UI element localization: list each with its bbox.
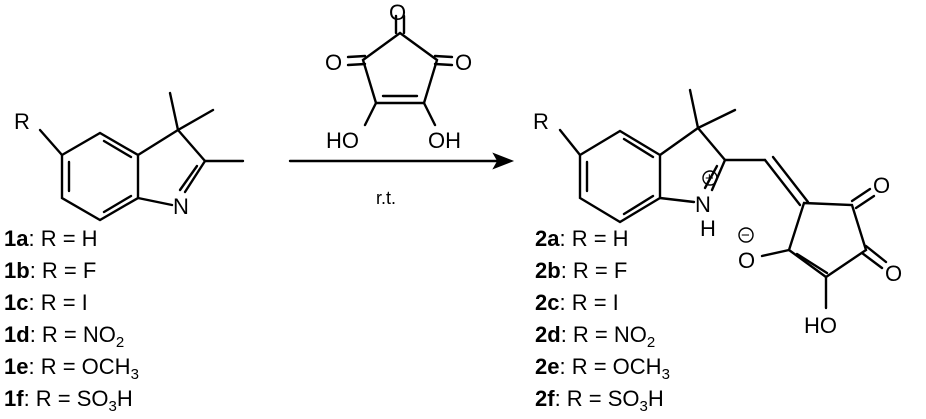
product-structure — [558, 88, 888, 310]
legend-item-2a: 2a: R = H — [535, 226, 629, 251]
legend-item-1e: 1e: R = OCH3 — [4, 354, 139, 383]
legend-item-1c: 1c: R = I — [4, 290, 88, 315]
product-oxygen-right: O — [885, 261, 902, 286]
product-r-label: R — [533, 109, 549, 134]
product-hydroxyl: HO — [804, 313, 837, 338]
legend-item-2b: 2b: R = F — [535, 258, 627, 283]
reactant-legend: 1a: R = H 1b: R = F 1c: R = I 1d: R = NO… — [4, 226, 139, 415]
product-nitrogen-label: N — [695, 192, 711, 217]
legend-item-2e: 2e: R = OCH3 — [535, 354, 670, 383]
reactant-indolenine-structure — [38, 91, 245, 222]
reagent-hydroxyl-left: HO — [326, 128, 359, 153]
plus-charge-icon — [702, 170, 718, 186]
reagent-oxygen-right: O — [455, 50, 472, 75]
legend-item-2c: 2c: R = I — [535, 290, 619, 315]
reactant-r-label: R — [14, 109, 30, 134]
reagent-croconic-acid-structure — [346, 14, 454, 127]
minus-charge-icon — [738, 227, 754, 243]
reactant-nitrogen-label: N — [173, 194, 189, 219]
product-plus-charge: + — [705, 170, 714, 187]
product-minus-charge: − — [741, 227, 750, 244]
product-oxygen-anion: O — [738, 248, 755, 273]
reagent-hydroxyl-right: OH — [428, 128, 461, 153]
reaction-arrow — [288, 152, 515, 170]
reagent-oxygen-top: O — [389, 0, 406, 25]
legend-item-2f: 2f: R = SO3H — [535, 386, 664, 415]
reaction-conditions: r.t. — [376, 188, 396, 208]
product-legend: 2a: R = H 2b: R = F 2c: R = I 2d: R = NO… — [535, 226, 670, 415]
legend-item-1d: 1d: R = NO2 — [4, 322, 124, 351]
legend-item-1b: 1b: R = F — [4, 258, 96, 283]
reagent-oxygen-left: O — [325, 50, 342, 75]
legend-item-1f: 1f: R = SO3H — [4, 386, 133, 415]
product-oxygen-top: O — [873, 173, 890, 198]
legend-item-2d: 2d: R = NO2 — [535, 322, 655, 351]
legend-item-1a: 1a: R = H — [4, 226, 98, 251]
product-nh-hydrogen: H — [700, 216, 716, 241]
